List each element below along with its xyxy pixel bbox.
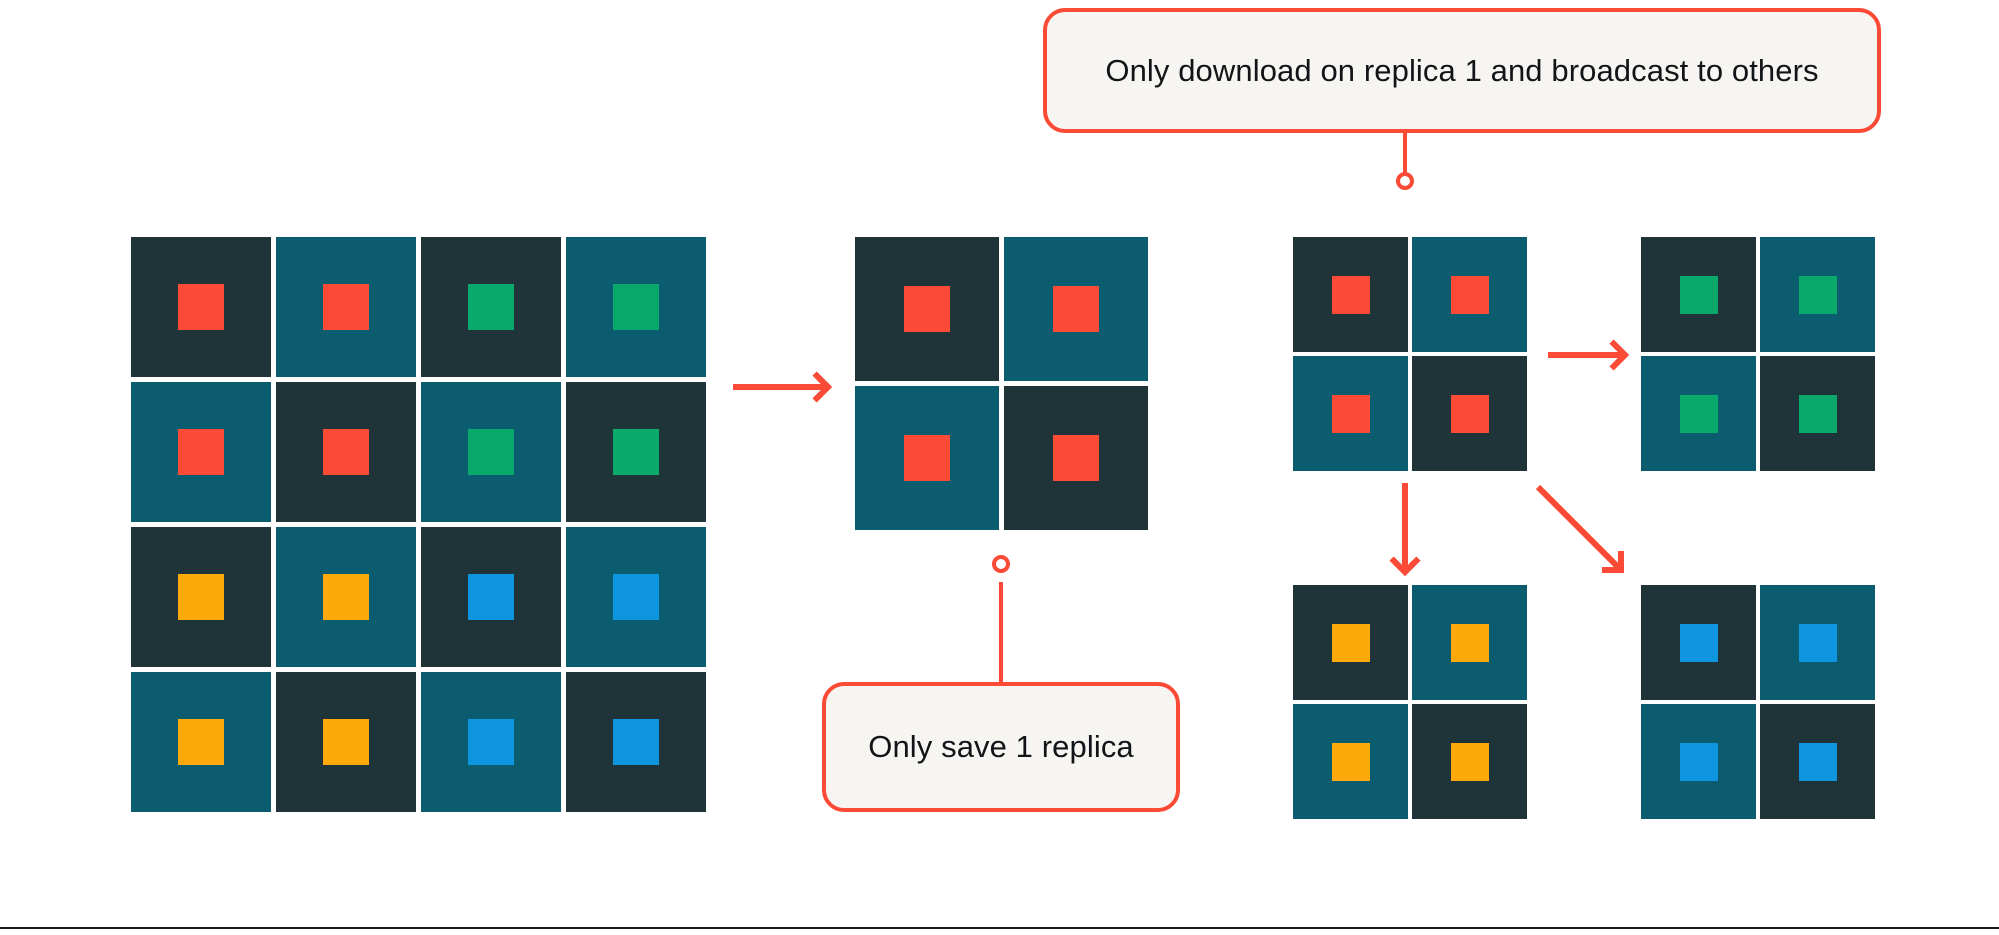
full-parameter-grid	[131, 237, 706, 812]
grid-cell	[1412, 237, 1527, 352]
grid-cell	[1641, 704, 1756, 819]
parameter-chip-red	[1331, 394, 1370, 433]
arrow-head	[812, 371, 833, 403]
save-callout-leader-dot	[992, 555, 1010, 573]
broadcast-callout-leader-line	[1403, 133, 1407, 181]
parameter-chip-orange	[1450, 623, 1489, 662]
arrow-source-to-saved	[733, 371, 833, 403]
grid-cell	[1293, 356, 1408, 471]
grid-cell	[276, 672, 416, 812]
broadcast-callout-text: Only download on replica 1 and broadcast…	[1105, 52, 1819, 88]
parameter-chip-orange	[178, 574, 224, 620]
grid-cell	[421, 237, 561, 377]
parameter-chip-blue	[468, 719, 514, 765]
parameter-chip-red	[1450, 394, 1489, 433]
parameter-chip-green	[1798, 275, 1837, 314]
replica-shard-red	[1293, 237, 1527, 471]
grid-cell	[1412, 704, 1527, 819]
parameter-chip-red	[1450, 275, 1489, 314]
parameter-chip-orange	[1331, 742, 1370, 781]
parameter-chip-orange	[1331, 623, 1370, 662]
grid-cell	[855, 386, 999, 530]
parameter-chip-red	[1053, 286, 1099, 332]
grid-cell	[276, 382, 416, 522]
parameter-chip-green	[468, 284, 514, 330]
grid-cell	[131, 382, 271, 522]
parameter-chip-blue	[613, 719, 659, 765]
parameter-chip-green	[1679, 275, 1718, 314]
arrow-red-to-green	[1548, 339, 1630, 371]
parameter-chip-red	[1053, 435, 1099, 481]
arrow-head	[1609, 339, 1630, 371]
parameter-chip-green	[1798, 394, 1837, 433]
parameter-chip-blue	[1798, 623, 1837, 662]
parameter-chip-blue	[1679, 742, 1718, 781]
bottom-divider	[0, 927, 1999, 929]
save-callout-leader-line	[999, 582, 1003, 682]
grid-cell	[1293, 237, 1408, 352]
grid-cell	[1004, 386, 1148, 530]
parameter-chip-red	[904, 286, 950, 332]
grid-cell	[421, 527, 561, 667]
save-callout[interactable]: Only save 1 replica	[822, 682, 1180, 812]
grid-cell	[1293, 704, 1408, 819]
parameter-chip-blue	[1798, 742, 1837, 781]
grid-cell	[131, 672, 271, 812]
parameter-chip-red	[323, 429, 369, 475]
parameter-chip-green	[613, 429, 659, 475]
grid-cell	[566, 237, 706, 377]
replica-shard-green	[1641, 237, 1875, 471]
arrow-red-to-blue	[1535, 484, 1624, 573]
grid-cell	[1760, 356, 1875, 471]
grid-cell	[1412, 356, 1527, 471]
grid-cell	[1641, 356, 1756, 471]
grid-cell	[1641, 237, 1756, 352]
parameter-chip-green	[468, 429, 514, 475]
replica-shard-blue	[1641, 585, 1875, 819]
broadcast-callout[interactable]: Only download on replica 1 and broadcast…	[1043, 8, 1881, 133]
grid-cell	[566, 527, 706, 667]
grid-cell	[566, 672, 706, 812]
grid-cell	[276, 527, 416, 667]
grid-cell	[1760, 585, 1875, 700]
grid-cell	[1004, 237, 1148, 381]
arrow-head	[1389, 556, 1421, 577]
grid-cell	[421, 382, 561, 522]
parameter-chip-green	[1679, 394, 1718, 433]
grid-cell	[1412, 585, 1527, 700]
grid-cell	[131, 527, 271, 667]
arrow-head	[1602, 551, 1624, 573]
grid-cell	[1760, 704, 1875, 819]
parameter-chip-blue	[468, 574, 514, 620]
parameter-chip-red	[178, 284, 224, 330]
parameter-chip-red	[178, 429, 224, 475]
parameter-chip-orange	[323, 719, 369, 765]
grid-cell	[855, 237, 999, 381]
grid-cell	[131, 237, 271, 377]
parameter-chip-orange	[323, 574, 369, 620]
parameter-chip-orange	[1450, 742, 1489, 781]
grid-cell	[1641, 585, 1756, 700]
single-replica-grid	[855, 237, 1148, 530]
parameter-chip-blue	[613, 574, 659, 620]
parameter-chip-red	[904, 435, 950, 481]
save-callout-text: Only save 1 replica	[868, 729, 1134, 764]
parameter-chip-red	[1331, 275, 1370, 314]
parameter-chip-orange	[178, 719, 224, 765]
grid-cell	[1760, 237, 1875, 352]
grid-cell	[1293, 585, 1408, 700]
grid-cell	[566, 382, 706, 522]
broadcast-callout-leader-dot	[1396, 172, 1414, 190]
grid-cell	[421, 672, 561, 812]
parameter-chip-blue	[1679, 623, 1718, 662]
replica-shard-orange	[1293, 585, 1527, 819]
parameter-chip-red	[323, 284, 369, 330]
arrow-red-to-orange	[1389, 483, 1421, 577]
parameter-chip-green	[613, 284, 659, 330]
grid-cell	[276, 237, 416, 377]
